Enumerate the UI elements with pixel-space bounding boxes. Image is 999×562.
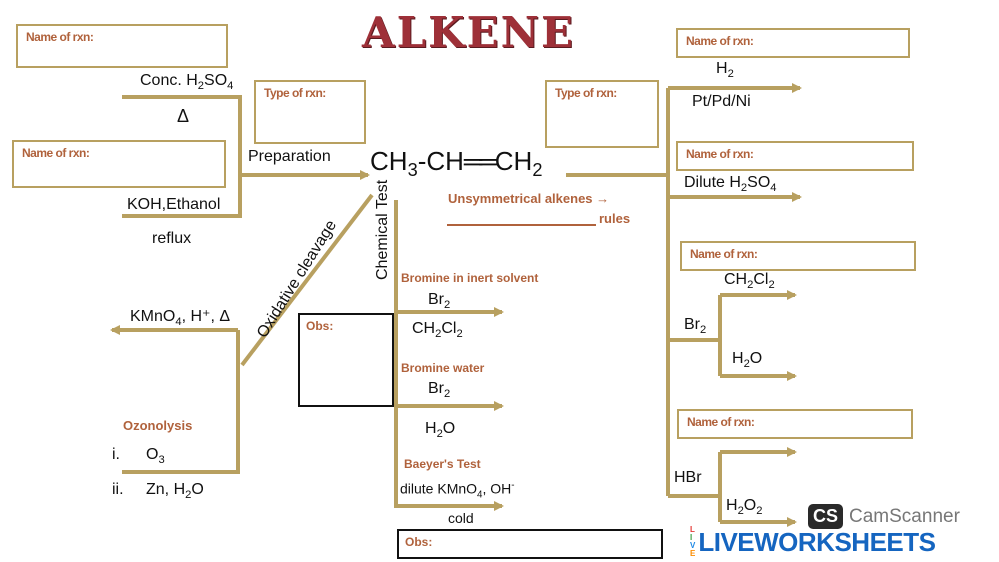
koh-ethanol-label: KOH,Ethanol (127, 196, 221, 213)
obs-box-1[interactable]: Obs: (298, 313, 394, 407)
preparation-label: Preparation (248, 148, 331, 165)
camscanner-watermark: CS CamScanner (808, 504, 960, 529)
ozonolysis-step-2: Zn, H2O (146, 481, 204, 502)
name-of-rxn-label: Name of rxn: (687, 415, 755, 429)
ch2-text: CH (494, 146, 533, 176)
obs-box-2[interactable]: Obs: (397, 529, 663, 559)
bromine-inert-ch2cl2: CH2Cl2 (412, 320, 463, 341)
bromine-water-label: Bromine water (401, 361, 485, 375)
unsymmetrical-alkenes-label: Unsymmetrical alkenes → (448, 191, 610, 206)
bromine-inert-label: Bromine in inert solvent (401, 271, 539, 285)
obs-label: Obs: (306, 319, 334, 333)
name-of-rxn-label: Name of rxn: (22, 146, 90, 160)
liveworksheets-text: LIVEWORKSHEETS (698, 526, 936, 557)
right-ch2cl2-label: CH2Cl2 (724, 271, 775, 292)
page-title: ALKENE (362, 8, 576, 57)
ozonolysis-label: Ozonolysis (123, 418, 193, 433)
type-of-rxn-label: Type of rxn: (264, 86, 326, 100)
h2o2-label: H2O2 (726, 497, 763, 518)
oxidative-line (240, 193, 374, 367)
ch-text: -CH (417, 146, 464, 176)
dilute-h2so4-label: Dilute H2SO4 (684, 174, 777, 195)
rules-label: rules (599, 211, 631, 226)
name-of-rxn-box-right-2[interactable]: Name of rxn: (676, 141, 914, 171)
camscanner-text: CamScanner (849, 505, 960, 527)
prep-line-top (122, 95, 242, 218)
type-of-rxn-box-right[interactable]: Type of rxn: (545, 80, 659, 148)
delta-label: Δ (177, 106, 190, 126)
name-of-rxn-box-right-3[interactable]: Name of rxn: (680, 241, 916, 271)
obs-label: Obs: (405, 535, 433, 549)
ozonolysis-step-1-marker: i. (112, 446, 120, 463)
name-of-rxn-box-left-1[interactable]: Name of rxn: (16, 24, 228, 68)
cold-label: cold (448, 510, 474, 526)
camscanner-logo-icon: CS (808, 504, 844, 529)
left-output-bracket (122, 330, 240, 474)
catalyst-label: Pt/Pd/Ni (692, 93, 751, 110)
ch3-sub: 3 (407, 160, 418, 181)
bromine-water-br2: Br2 (428, 380, 451, 401)
right-h2o-label: H2O (732, 350, 763, 371)
ozonolysis-step-1: O3 (146, 446, 165, 467)
ch2-sub: 2 (532, 160, 543, 181)
rules-blank-line[interactable] (447, 224, 596, 226)
ch3-text: CH (370, 146, 408, 176)
name-of-rxn-box-right-4[interactable]: Name of rxn: (677, 409, 913, 439)
right-br2-label: Br2 (684, 316, 707, 337)
name-of-rxn-label: Name of rxn: (690, 247, 758, 261)
bromine-water-h2o: H2O (425, 420, 456, 441)
conc-h2so4-label: Conc. H2SO4 (140, 72, 234, 93)
chemical-test-label: Chemical Test (374, 179, 391, 280)
name-of-rxn-label: Name of rxn: (686, 147, 754, 161)
h2-reagent-label: H2 (716, 60, 734, 81)
name-of-rxn-label: Name of rxn: (686, 34, 754, 48)
name-of-rxn-box-left-2[interactable]: Name of rxn: (12, 140, 226, 188)
dilute-kmno4-label: dilute KMnO4, OH- (400, 480, 515, 501)
ozonolysis-step-2-marker: ii. (112, 481, 124, 498)
name-of-rxn-label: Name of rxn: (26, 30, 94, 44)
type-of-rxn-label: Type of rxn: (555, 86, 617, 100)
central-compound: CH3-CH══CH2 (370, 146, 542, 181)
hbr-label: HBr (674, 469, 702, 486)
kmno4-reagent-label: KMnO4, H⁺, Δ (130, 308, 231, 329)
reflux-label: reflux (152, 230, 192, 247)
bromine-inert-br2: Br2 (428, 291, 451, 312)
type-of-rxn-box-left[interactable]: Type of rxn: (254, 80, 366, 144)
baeyer-test-label: Baeyer's Test (404, 457, 481, 471)
name-of-rxn-box-right-1[interactable]: Name of rxn: (676, 28, 910, 58)
double-bond: ══ (463, 146, 498, 176)
